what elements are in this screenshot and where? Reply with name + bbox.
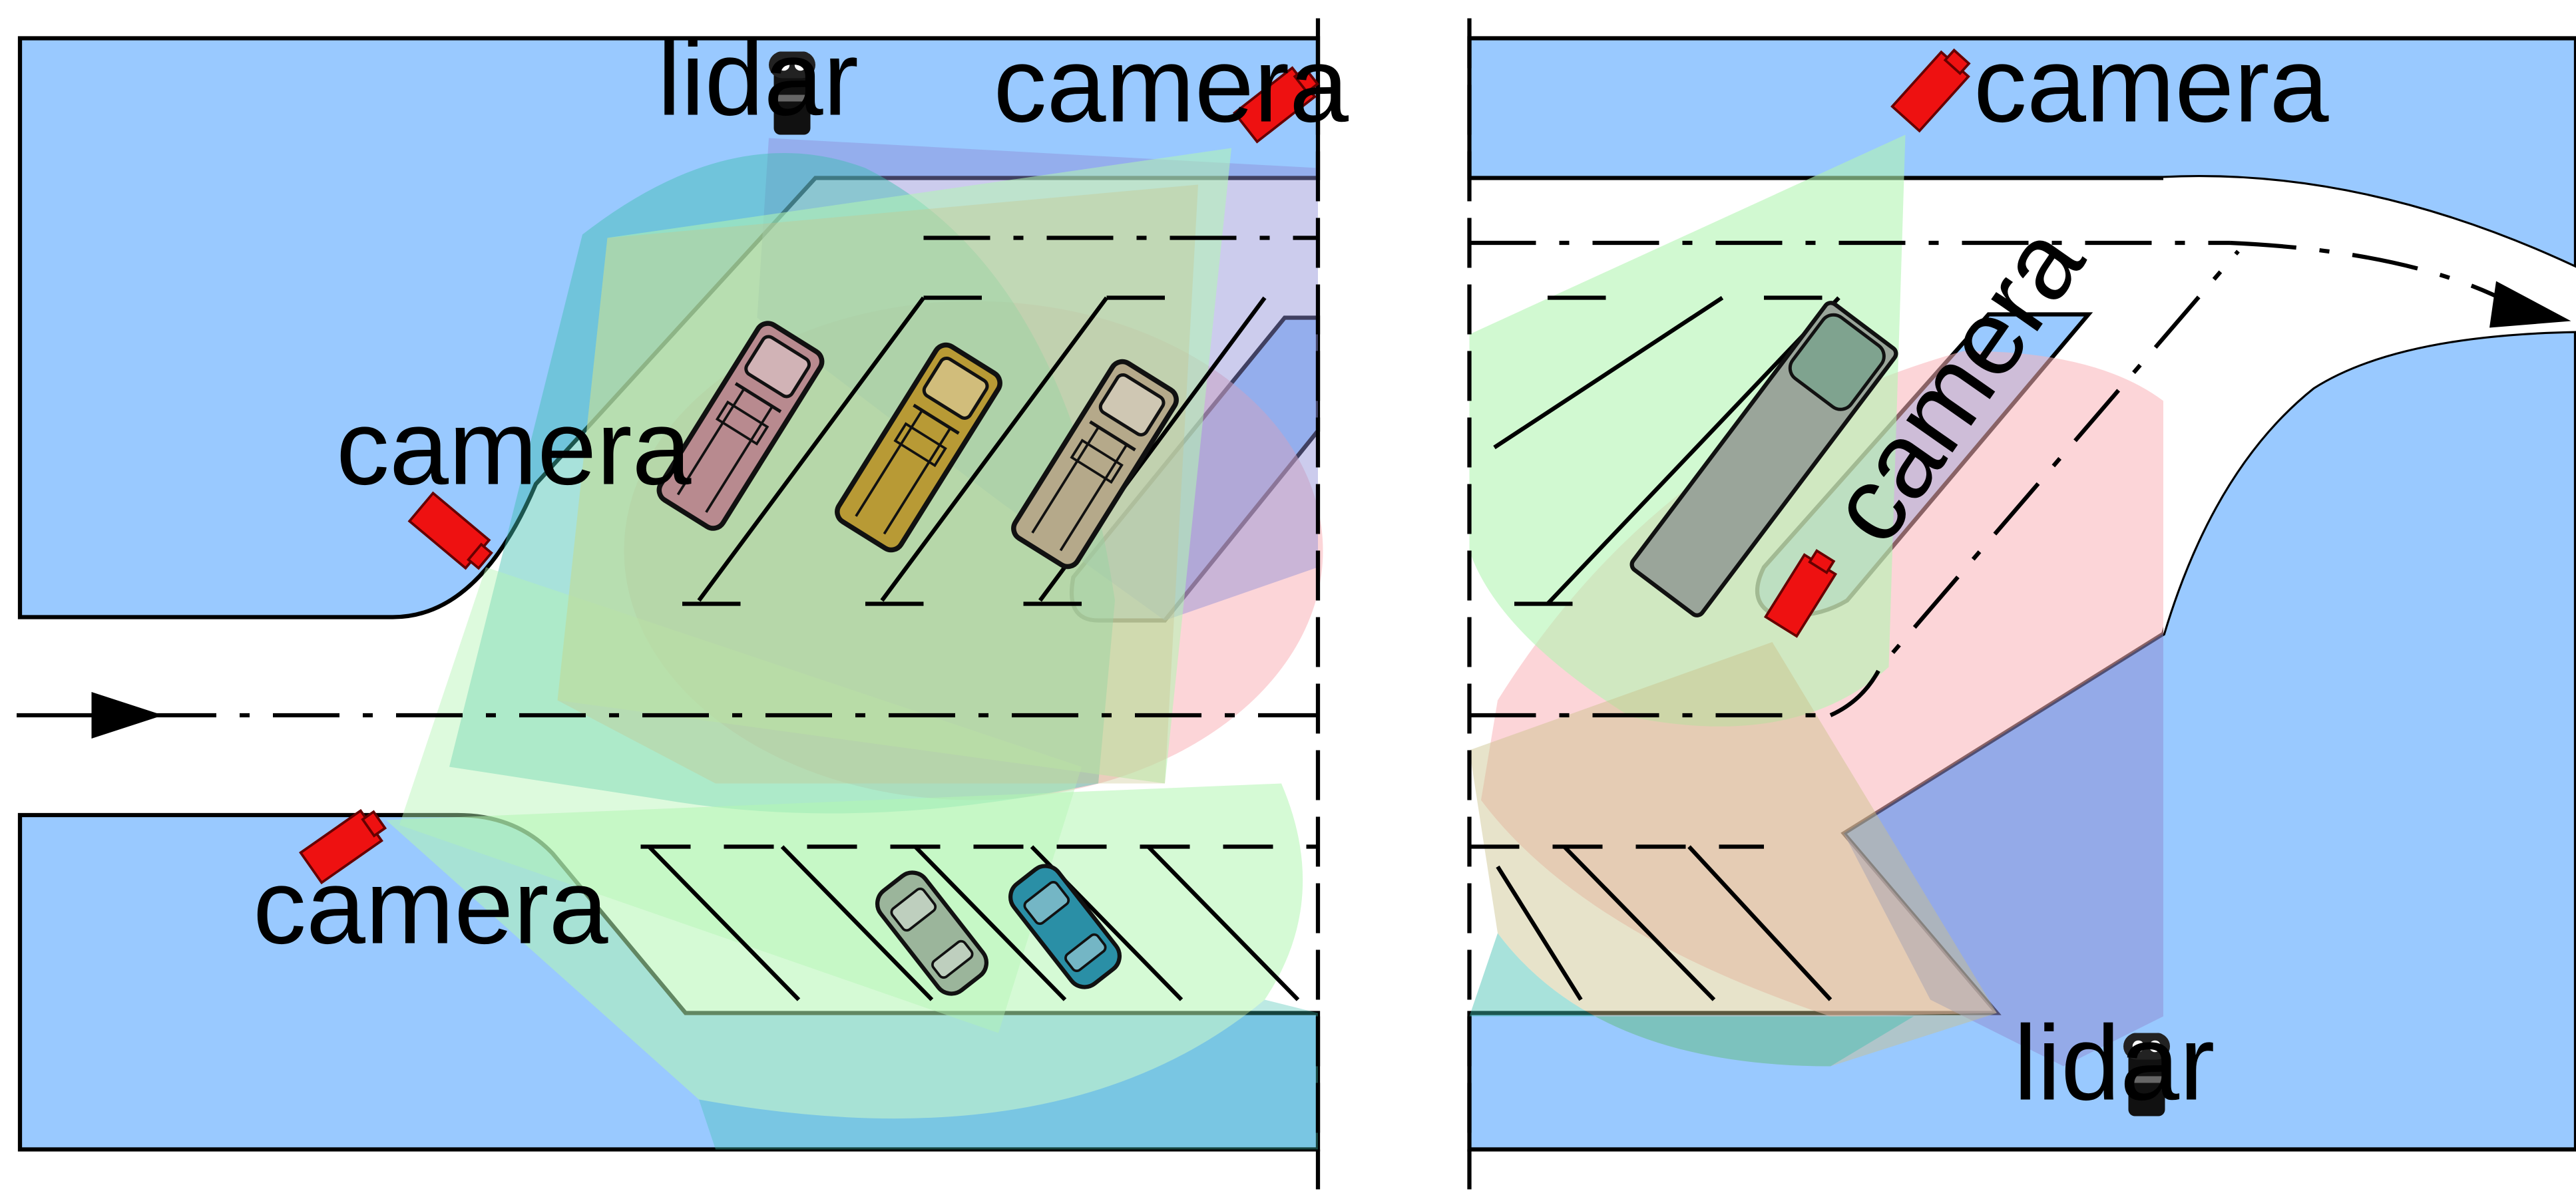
camera-fov-island-teal: [1469, 933, 1914, 1067]
label-camera-left: camera: [336, 388, 692, 507]
traffic-arrow-icon: [2489, 281, 2571, 328]
camera-fov-bottom-left: [386, 783, 1303, 1119]
lidar-fov-purple-right: [1844, 401, 2163, 1067]
vehicles-right: [1629, 301, 1898, 617]
label-camera-top-left: camera: [994, 25, 1349, 144]
traffic-arrow-icon: [91, 692, 163, 739]
label-camera-bottom-left: camera: [253, 847, 608, 966]
label-lidar-bottom-right: lidar: [2014, 1003, 2215, 1122]
camera-fov-island: [1469, 642, 1997, 1067]
truck-long-gray: [1629, 301, 1898, 617]
camera-fov-bottom-teal: [699, 999, 1318, 1150]
road-markings-right: [1467, 18, 2514, 1190]
label-camera-top-right: camera: [1974, 25, 2329, 144]
road-markings-left: [17, 18, 1321, 1190]
label-lidar-top: lidar: [658, 19, 859, 138]
